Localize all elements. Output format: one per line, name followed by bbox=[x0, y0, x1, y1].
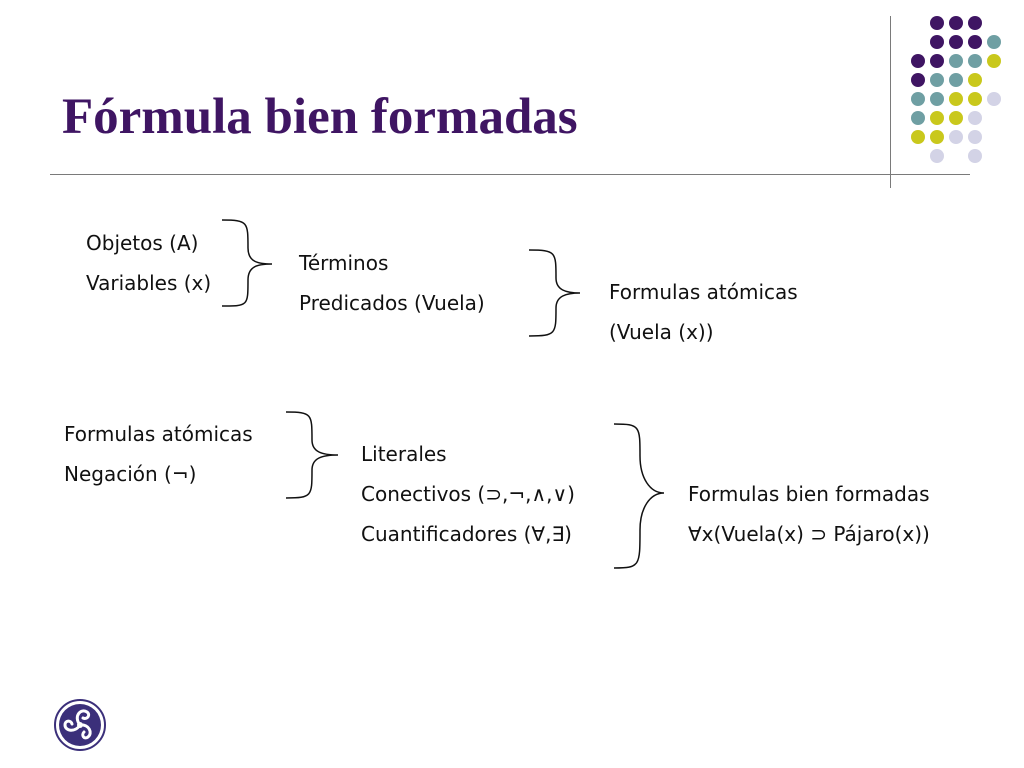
decorative-dot bbox=[949, 54, 963, 68]
brace-shape bbox=[528, 249, 581, 337]
triskelion-logo-icon bbox=[54, 699, 106, 751]
brace-shape bbox=[221, 219, 273, 307]
decorative-dot bbox=[949, 111, 963, 125]
list-item: Negación (¬) bbox=[64, 462, 197, 486]
decorative-dot bbox=[987, 35, 1001, 49]
group1-col2: Términos Predicados (Vuela) bbox=[299, 243, 485, 323]
decorative-dot bbox=[930, 130, 944, 144]
decorative-dot bbox=[949, 73, 963, 87]
decorative-dot bbox=[968, 73, 982, 87]
decorative-dot bbox=[968, 149, 982, 163]
group2-col1: Formulas atómicas Negación (¬) bbox=[64, 414, 253, 494]
list-item: (Vuela (x)) bbox=[609, 320, 714, 344]
decorative-dot-grid bbox=[911, 16, 1001, 163]
brace-shape bbox=[613, 423, 665, 569]
decorative-dot bbox=[987, 54, 1001, 68]
group2-col2: Literales Conectivos (⊃,¬,∧,∨) Cuantific… bbox=[361, 434, 575, 554]
decorative-dot bbox=[987, 92, 1001, 106]
decorative-dot bbox=[949, 130, 963, 144]
decorative-dot bbox=[930, 92, 944, 106]
decorative-dot bbox=[968, 35, 982, 49]
decorative-dot bbox=[949, 16, 963, 30]
decorative-dot bbox=[949, 35, 963, 49]
list-item: Conectivos (⊃,¬,∧,∨) bbox=[361, 482, 575, 506]
vertical-divider bbox=[890, 16, 891, 188]
decorative-dot bbox=[930, 111, 944, 125]
group1-col3: Formulas atómicas (Vuela (x)) bbox=[609, 272, 798, 352]
decorative-dot bbox=[930, 54, 944, 68]
list-item: Formulas atómicas bbox=[609, 280, 798, 304]
decorative-dot bbox=[968, 92, 982, 106]
list-item: Objetos (A) bbox=[86, 231, 199, 255]
title-divider bbox=[50, 174, 970, 175]
list-item: Cuantificadores (∀,∃) bbox=[361, 522, 572, 546]
decorative-dot bbox=[968, 54, 982, 68]
list-item: Literales bbox=[361, 442, 447, 466]
group2-col3: Formulas bien formadas ∀x(Vuela(x) ⊃ Páj… bbox=[688, 474, 930, 554]
decorative-dot bbox=[968, 16, 982, 30]
brace-shape bbox=[285, 411, 339, 499]
decorative-dot bbox=[911, 130, 925, 144]
list-item: Variables (x) bbox=[86, 271, 212, 295]
decorative-dot bbox=[911, 92, 925, 106]
decorative-dot bbox=[911, 111, 925, 125]
decorative-dot bbox=[911, 73, 925, 87]
decorative-dot bbox=[930, 73, 944, 87]
decorative-dot bbox=[911, 54, 925, 68]
decorative-dot bbox=[930, 35, 944, 49]
list-item: ∀x(Vuela(x) ⊃ Pájaro(x)) bbox=[688, 522, 930, 546]
list-item: Términos bbox=[299, 251, 389, 275]
list-item: Formulas bien formadas bbox=[688, 482, 930, 506]
group1-col1: Objetos (A) Variables (x) bbox=[86, 223, 211, 303]
decorative-dot bbox=[930, 16, 944, 30]
slide-title: Fórmula bien formadas bbox=[62, 89, 578, 145]
list-item: Predicados (Vuela) bbox=[299, 291, 485, 315]
decorative-dot bbox=[968, 111, 982, 125]
decorative-dot bbox=[949, 92, 963, 106]
decorative-dot bbox=[930, 149, 944, 163]
list-item: Formulas atómicas bbox=[64, 422, 253, 446]
decorative-dot bbox=[968, 130, 982, 144]
